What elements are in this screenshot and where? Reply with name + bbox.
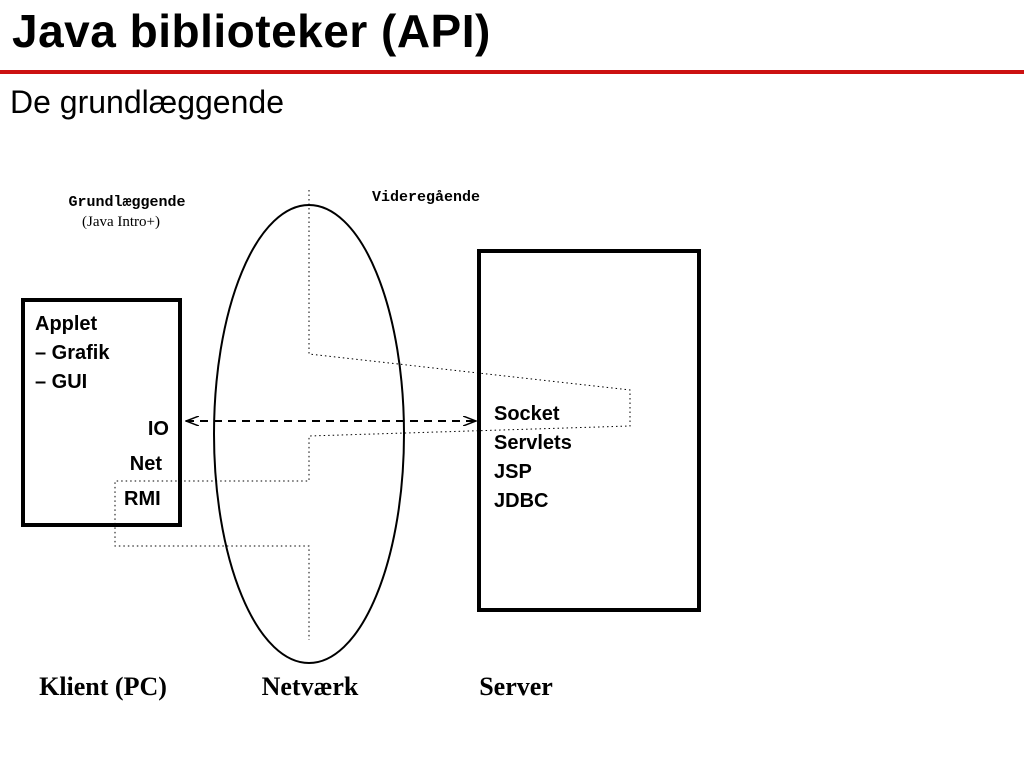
client-box (21, 298, 182, 527)
basic-sublabel: (Java Intro+) (82, 214, 160, 230)
server-servlets: Servlets (494, 432, 572, 454)
client-gui: – GUI (35, 371, 87, 393)
advanced-label: Videregående (372, 189, 480, 206)
server-socket: Socket (494, 403, 560, 425)
client-label: Klient (PC) (39, 672, 167, 701)
basic-label: Grundlæggende (68, 194, 185, 211)
page-subtitle: De grundlæggende (10, 84, 284, 120)
server-box (477, 249, 701, 612)
server-jsp: JSP (494, 461, 532, 483)
network-ellipse (213, 204, 405, 664)
client-applet: Applet (35, 313, 98, 335)
client-net: Net (130, 453, 163, 475)
client-rmi: RMI (124, 488, 161, 510)
title-divider (0, 70, 1024, 74)
network-label: Netværk (262, 672, 359, 701)
server-label: Server (479, 672, 553, 701)
client-io: IO (148, 418, 169, 440)
server-jdbc: JDBC (494, 490, 548, 512)
page-title: Java biblioteker (API) (12, 5, 491, 57)
client-grafik: – Grafik (35, 342, 110, 364)
